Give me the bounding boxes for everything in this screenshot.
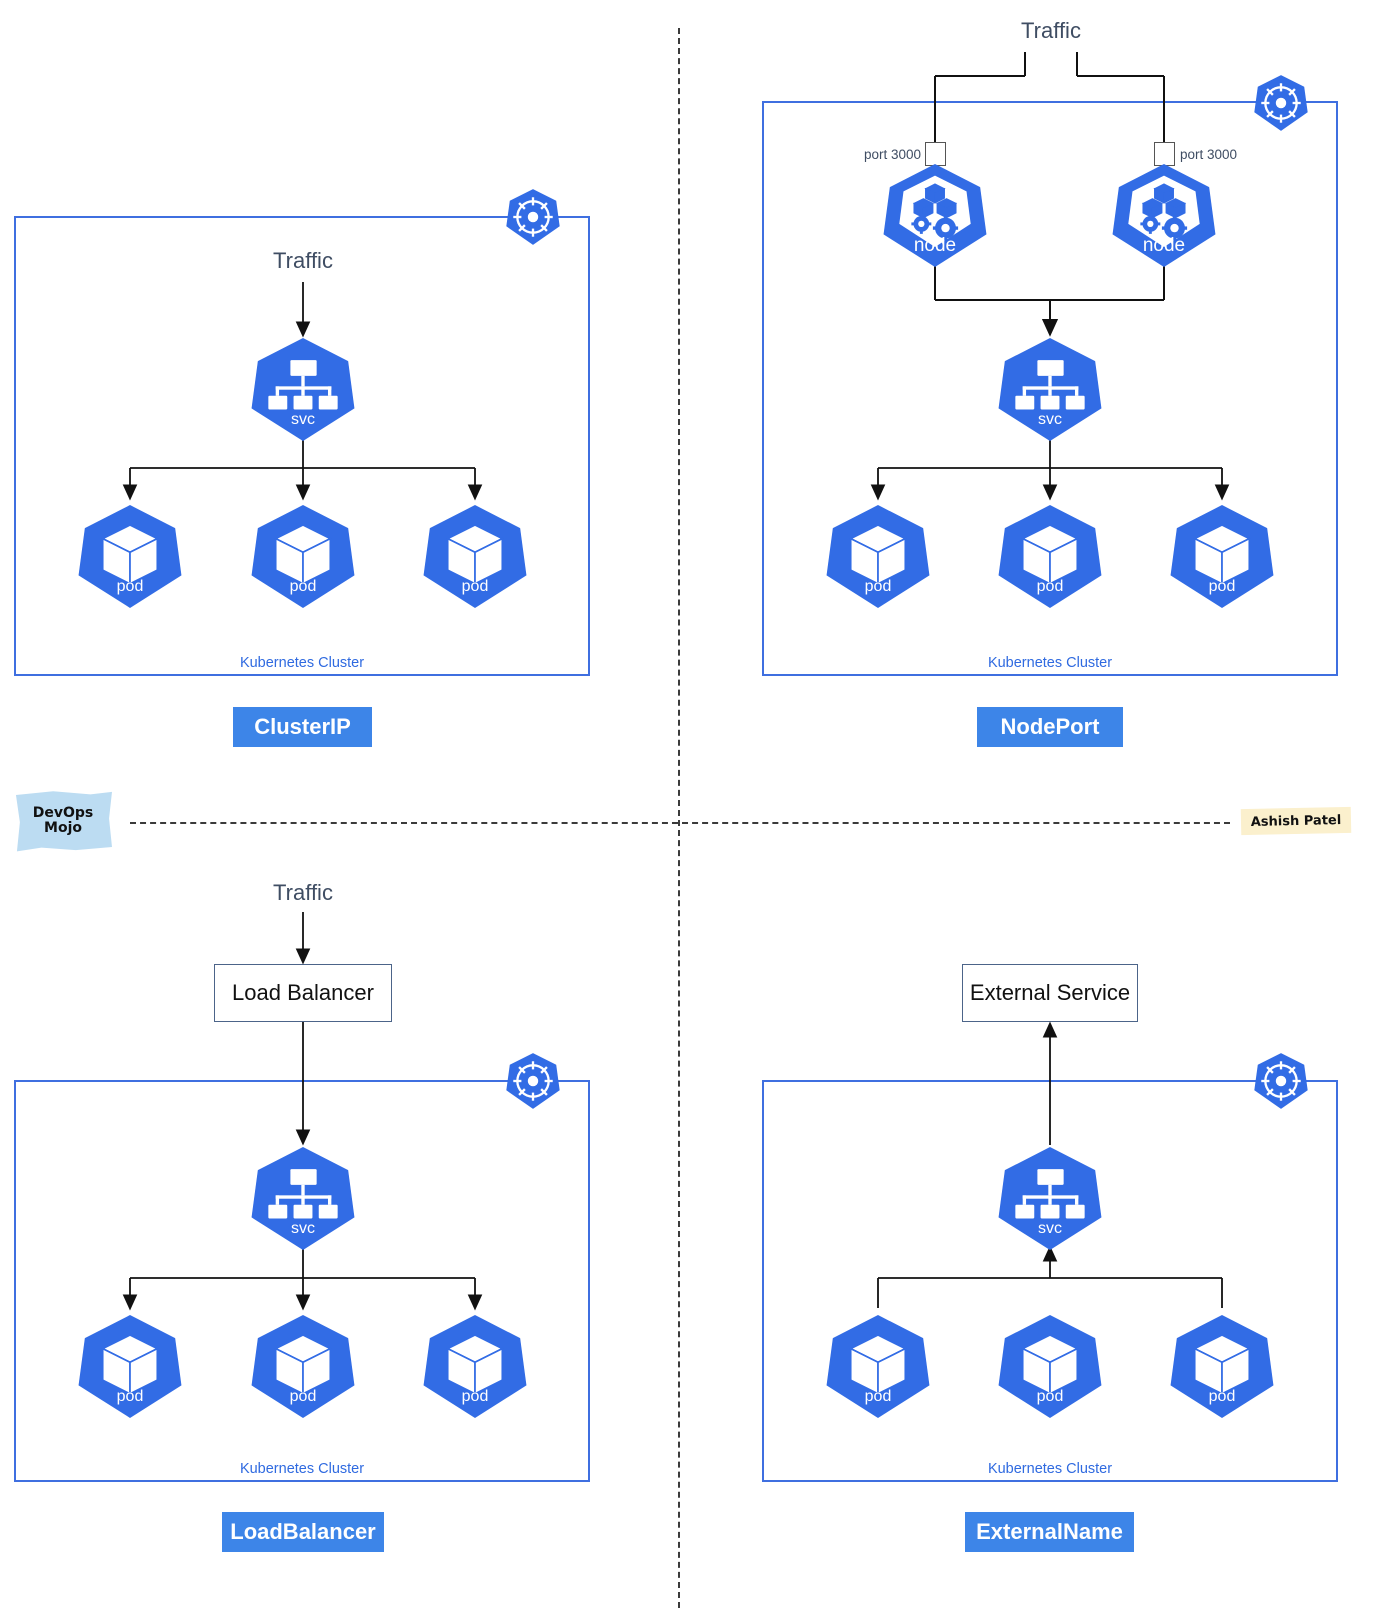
pod-node-clusterip-1: pod xyxy=(75,504,185,609)
service-type-badge-loadbalancer[interactable]: LoadBalancer xyxy=(222,1512,384,1552)
cluster-label-loadbalancer: Kubernetes Cluster xyxy=(239,1461,365,1477)
service-node-nodeport: svc xyxy=(995,337,1105,442)
pod-node-nodeport-1: pod xyxy=(823,504,933,609)
port-label-2: port 3000 xyxy=(1180,147,1238,162)
service-type-badge-externalname[interactable]: ExternalName xyxy=(965,1512,1134,1552)
cluster-label-externalname: Kubernetes Cluster xyxy=(987,1461,1113,1477)
service-type-badge-clusterip[interactable]: ClusterIP xyxy=(233,707,372,747)
devops-mojo-line1: DevOps xyxy=(32,805,94,822)
cluster-label-nodeport: Kubernetes Cluster xyxy=(987,655,1113,671)
devops-mojo-text: DevOps Mojo xyxy=(14,790,112,852)
pod-node-externalname-1: pod xyxy=(823,1314,933,1419)
pod-node-externalname-2: pod xyxy=(995,1314,1105,1419)
kubernetes-helm-wheel-icon xyxy=(504,188,562,246)
traffic-label-clusterip: Traffic xyxy=(273,248,333,273)
pod-node-externalname-3: pod xyxy=(1167,1314,1277,1419)
kubernetes-helm-wheel-icon xyxy=(1252,74,1310,132)
service-type-badge-nodeport[interactable]: NodePort xyxy=(977,707,1123,747)
devops-mojo-watermark: DevOps Mojo xyxy=(14,790,112,852)
cluster-label-clusterip: Kubernetes Cluster xyxy=(239,655,365,671)
service-node-externalname: svc xyxy=(995,1146,1105,1251)
traffic-label-nodeport: Traffic xyxy=(1021,18,1081,43)
devops-mojo-line2: Mojo xyxy=(44,820,82,836)
worker-node-2: node xyxy=(1109,163,1219,268)
horizontal-divider xyxy=(130,822,1230,824)
traffic-label-loadbalancer: Traffic xyxy=(273,880,333,905)
port-label-1: port 3000 xyxy=(864,147,922,162)
pod-node-loadbalancer-3: pod xyxy=(420,1314,530,1419)
kubernetes-helm-wheel-icon xyxy=(1252,1052,1310,1110)
vertical-divider xyxy=(678,28,680,1608)
devops-mojo-background xyxy=(15,791,112,852)
kubernetes-helm-wheel-icon xyxy=(504,1052,562,1110)
author-watermark: Ashish Patel xyxy=(1240,806,1352,836)
external-service-box[interactable]: External Service xyxy=(962,964,1138,1022)
